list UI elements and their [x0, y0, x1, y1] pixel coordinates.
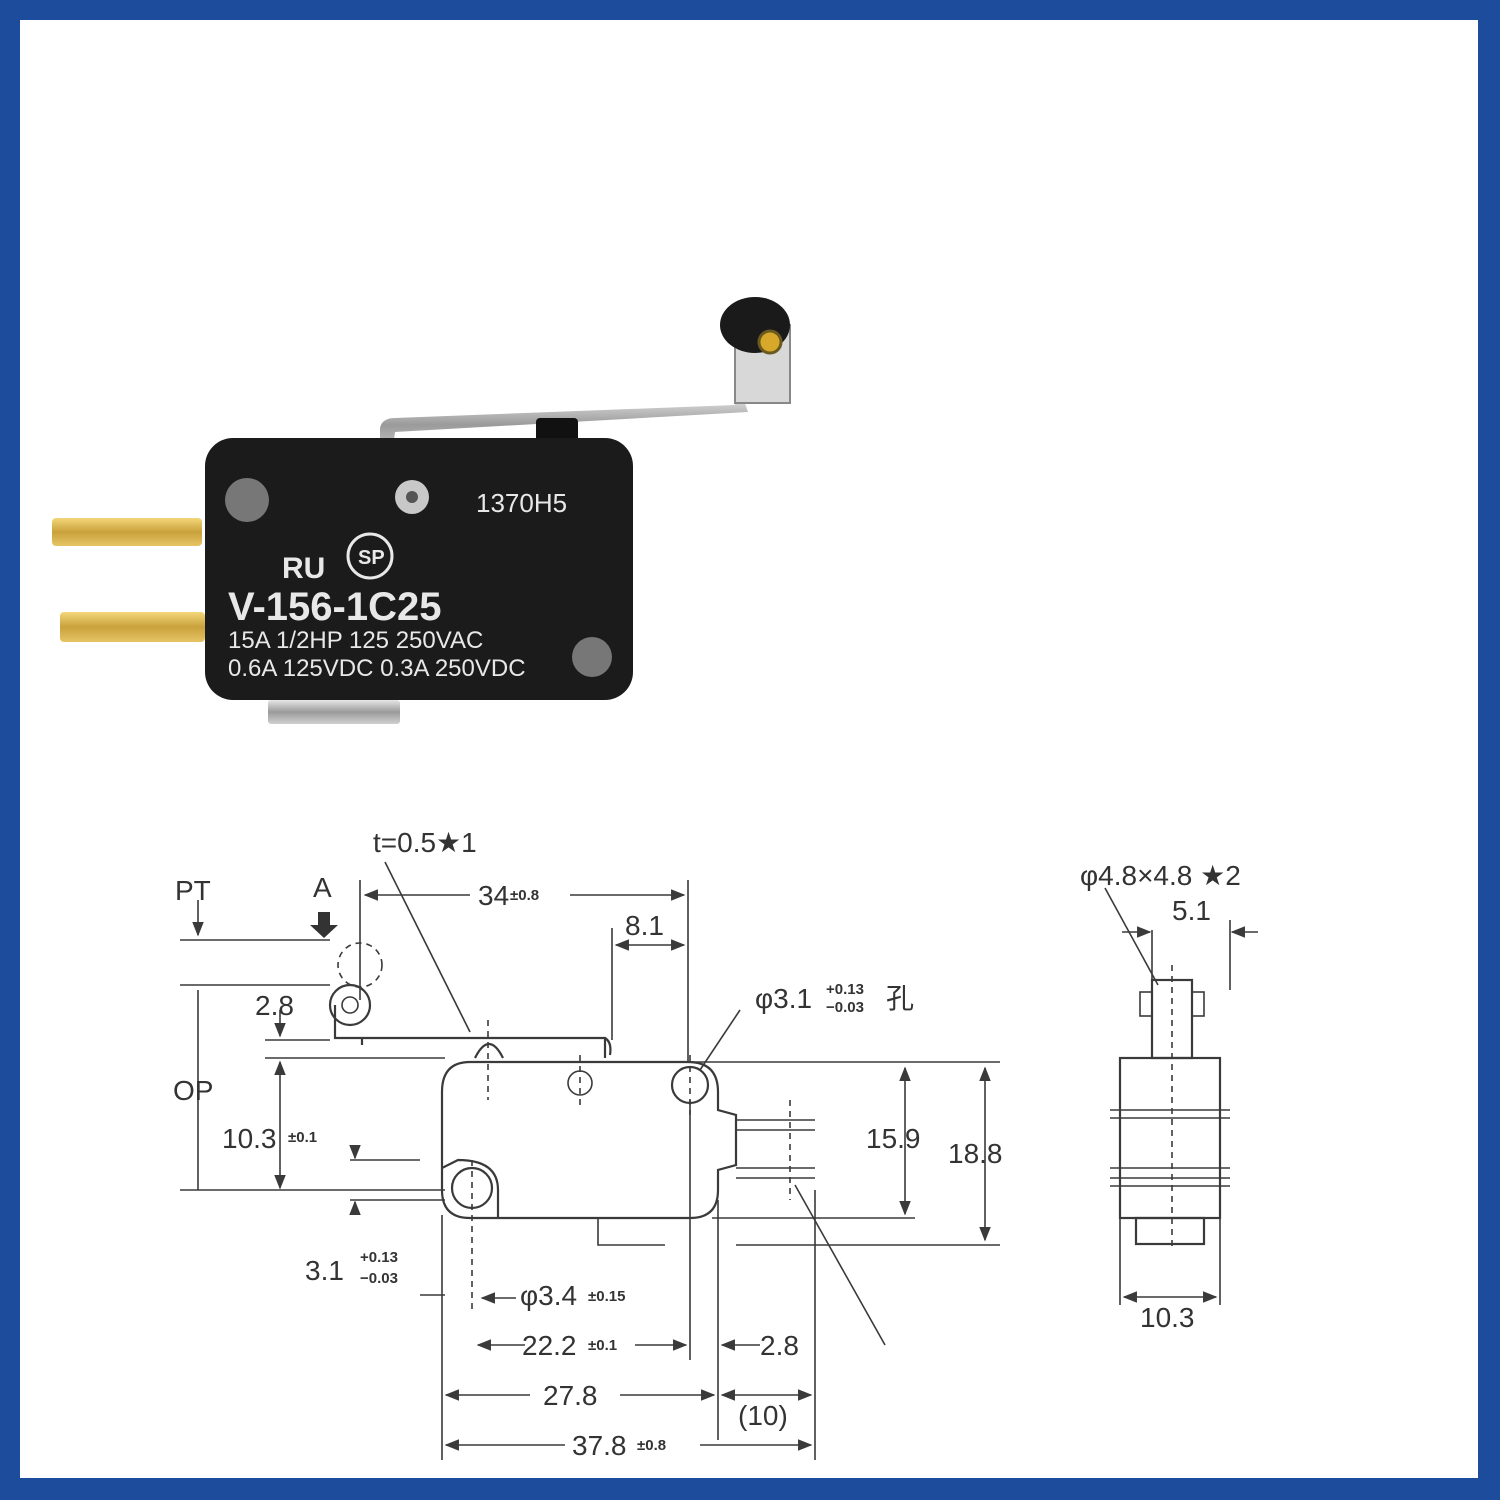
terminal-common — [268, 700, 400, 724]
dim-15-9: 15.9 — [866, 1123, 921, 1154]
tol-22-2: ±0.1 — [588, 1337, 617, 1354]
label-op: OP — [173, 1075, 213, 1106]
dim-hole-3-4: φ3.4 — [520, 1280, 577, 1311]
dim-hole-3-1: φ3.1 — [755, 983, 812, 1014]
switch-figure: 1370H5 RU SP V-156-1C25 15A 1/2HP 125 25… — [52, 297, 1258, 1461]
dim-37-8: 37.8 — [572, 1430, 627, 1461]
mount-hole-left — [225, 478, 269, 522]
switch-body — [205, 438, 633, 700]
dim-2-8-top: 2.8 — [255, 990, 294, 1021]
dim-5-1: 5.1 — [1172, 895, 1211, 926]
dim-10-paren: (10) — [738, 1400, 788, 1431]
terminal-bottom — [60, 612, 205, 642]
rating-line-1: 15A 1/2HP 125 250VAC — [228, 627, 483, 654]
product-code: 1370H5 — [476, 488, 567, 518]
tol-3-1-plus: +0.13 — [360, 1249, 398, 1266]
front-view-drawing: t=0.5★1 PT A OP 34 ±0.8 8.1 2.8 φ3.1 +0.… — [173, 827, 1003, 1461]
tol-37-8: ±0.8 — [637, 1437, 666, 1454]
hole-3-1-tol-plus: +0.13 — [826, 981, 864, 998]
label-a: A — [313, 872, 332, 903]
dim-27-8: 27.8 — [543, 1380, 598, 1411]
dim-roller-size: φ4.8×4.8 ★2 — [1080, 860, 1241, 891]
switch-photo: 1370H5 RU SP V-156-1C25 15A 1/2HP 125 25… — [52, 297, 791, 724]
dim-18-8: 18.8 — [948, 1138, 1003, 1169]
tol-10-3: ±0.1 — [288, 1129, 317, 1146]
hole-3-1-tol-minus: −0.03 — [826, 999, 864, 1016]
tol-3-1-minus: −0.03 — [360, 1270, 398, 1287]
dim-3-1: 3.1 — [305, 1255, 344, 1286]
rating-line-2: 0.6A 125VDC 0.3A 250VDC — [228, 655, 526, 682]
side-view-drawing: φ4.8×4.8 ★2 5.1 10.3 — [1080, 860, 1258, 1333]
dim-8-1: 8.1 — [625, 910, 664, 941]
dim-10-3-side: 10.3 — [1140, 1302, 1195, 1333]
tol-3-4: ±0.15 — [588, 1288, 625, 1305]
dim-22-2: 22.2 — [522, 1330, 577, 1361]
hole-3-1-suffix: 孔 — [886, 983, 914, 1014]
lever-arm — [380, 395, 748, 455]
roller-pin — [757, 329, 783, 355]
model-number: V-156-1C25 — [228, 585, 441, 629]
mount-hole-right — [572, 637, 612, 677]
dim-34: 34 — [478, 880, 509, 911]
dim-2-8-bottom: 2.8 — [760, 1330, 799, 1361]
image-frame: 1370H5 RU SP V-156-1C25 15A 1/2HP 125 25… — [20, 20, 1478, 1478]
dim-10-3: 10.3 — [222, 1123, 277, 1154]
ul-mark: RU — [282, 552, 325, 585]
terminal-top — [52, 518, 202, 546]
dim-lever-thickness: t=0.5★1 — [373, 827, 477, 858]
label-pt: PT — [175, 875, 211, 906]
csa-logo — [346, 532, 394, 580]
csa-mark: SP — [358, 547, 385, 569]
tol-34: ±0.8 — [510, 887, 539, 904]
